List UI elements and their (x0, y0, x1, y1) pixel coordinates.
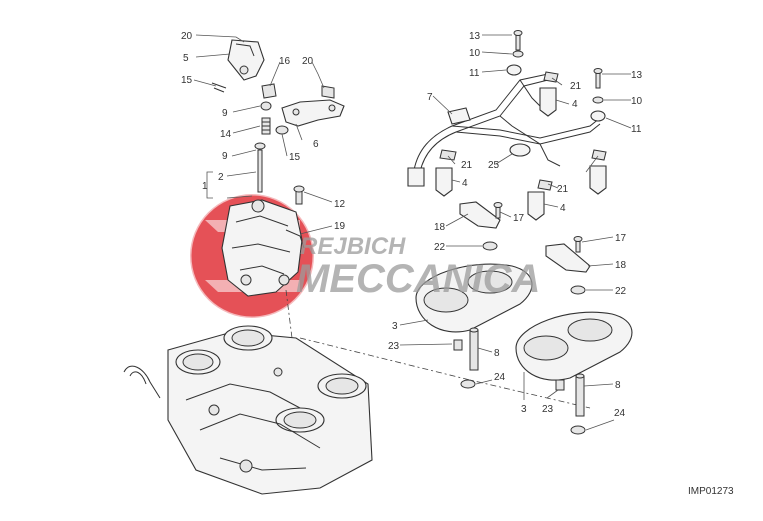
callout-23: 23 (388, 341, 400, 352)
callout-7: 7 (427, 92, 433, 103)
callout-24: 24 (614, 408, 626, 419)
callout-14: 14 (220, 129, 232, 140)
callout-13: 13 (469, 31, 481, 42)
callout-16: 16 (279, 56, 291, 67)
callout-9: 9 (222, 108, 228, 119)
leader-lines (193, 34, 632, 431)
callout-4: 4 (560, 203, 566, 214)
callout-4: 4 (462, 178, 468, 189)
callout-17: 17 (615, 233, 627, 244)
watermark-line2: MECCANICA (296, 257, 540, 301)
callout-9: 9 (222, 151, 228, 162)
callout-12: 12 (334, 199, 346, 210)
callout-8: 8 (615, 380, 621, 391)
callout-3: 3 (392, 321, 398, 332)
callout-10: 10 (469, 48, 481, 59)
callout-15: 15 (289, 152, 301, 163)
callout-23: 23 (542, 404, 554, 415)
callout-21: 21 (461, 160, 473, 171)
callout-22: 22 (434, 242, 446, 253)
fuel-rail-group (407, 30, 607, 221)
callout-20: 20 (302, 56, 314, 67)
callout-11: 11 (631, 124, 642, 135)
callout-6: 6 (313, 139, 319, 150)
callout-4: 4 (572, 99, 578, 110)
callout-20: 20 (181, 31, 193, 42)
watermark-text: REJBICH MECCANICA (296, 233, 540, 301)
callout-1: 1 (202, 181, 208, 192)
linkage-parts-group (211, 39, 345, 297)
callout-21: 21 (557, 184, 569, 195)
callout-24: 24 (494, 372, 506, 383)
plates-group (415, 201, 633, 435)
callout-5: 5 (183, 53, 189, 64)
callout-8: 8 (494, 348, 500, 359)
callout-3: 3 (521, 404, 527, 415)
watermark-line1: REJBICH (300, 233, 406, 260)
callout-18: 18 (434, 222, 446, 233)
callout-21: 21 (570, 81, 582, 92)
callout-25: 25 (488, 160, 500, 171)
callout-17: 17 (513, 213, 525, 224)
drawing-code: IMP01273 (688, 486, 734, 497)
callout-15: 15 (181, 75, 193, 86)
callout-2: 2 (218, 172, 224, 183)
callout-19: 19 (334, 221, 346, 232)
callout-22: 22 (615, 286, 627, 297)
alignment-line (285, 289, 591, 409)
throttle-body-assembly (123, 325, 373, 495)
callout-labels: 20 5 15 16 20 9 14 6 9 15 2 1 12 19 13 1… (181, 31, 643, 419)
callout-11: 11 (469, 68, 480, 79)
callout-18: 18 (615, 260, 627, 271)
callout-13: 13 (631, 70, 643, 81)
callout-10: 10 (631, 96, 643, 107)
